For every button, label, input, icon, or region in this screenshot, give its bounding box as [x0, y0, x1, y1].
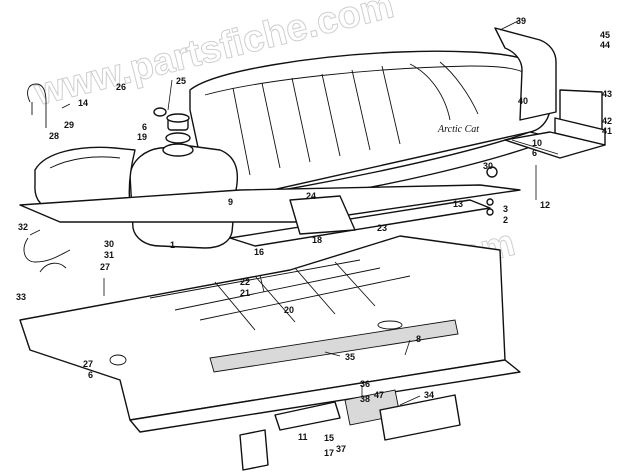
console: [19, 146, 521, 223]
callout-38: 38: [360, 394, 370, 404]
seat: Arctic Cat: [189, 50, 556, 206]
lower-brackets: [239, 165, 537, 471]
callout-28: 28: [49, 131, 59, 141]
callout-17: 17: [324, 448, 334, 458]
callout-29: 29: [64, 120, 74, 130]
callout-16: 16: [254, 247, 264, 257]
callout-2: 2: [503, 215, 508, 225]
callout-45: 45: [600, 30, 610, 40]
callout-19: 19: [137, 132, 147, 142]
callout-20: 20: [284, 305, 294, 315]
callout-33: 33: [16, 292, 26, 302]
callout-21: 21: [240, 288, 250, 298]
callout-13: 13: [453, 199, 463, 209]
callout-40: 40: [518, 96, 528, 106]
callout-41: 41: [602, 126, 612, 136]
callout-24: 24: [306, 191, 316, 201]
callout-11: 11: [298, 432, 308, 442]
callout-42: 42: [602, 116, 612, 126]
callout-9: 9: [228, 197, 233, 207]
callout-27a: 27: [100, 262, 110, 272]
callout-32: 32: [18, 222, 28, 232]
callout-37: 37: [336, 444, 346, 454]
callout-14: 14: [78, 98, 88, 108]
callout-12: 12: [540, 200, 550, 210]
hoses: [23, 83, 71, 273]
callout-27b: 27: [83, 359, 93, 369]
callout-3: 3: [503, 204, 508, 214]
callout-6b: 6: [532, 148, 537, 158]
callout-6c: 6: [88, 370, 93, 380]
callout-43: 43: [602, 89, 612, 99]
callout-39: 39: [516, 16, 526, 26]
callout-34: 34: [424, 390, 434, 400]
callout-30a: 30: [104, 239, 114, 249]
callout-26: 26: [116, 82, 126, 92]
callout-8: 8: [416, 334, 421, 344]
callout-22: 22: [240, 277, 250, 287]
callout-35: 35: [345, 352, 355, 362]
callout-47: 47: [374, 390, 384, 400]
callout-23: 23: [377, 223, 387, 233]
rear-bumper: [494, 27, 606, 159]
callout-numbers: 1 2 3 6 6 6 8 9 10 11 12 13 14 15 16 17 …: [16, 16, 612, 458]
callout-18: 18: [312, 235, 322, 245]
leader-lines: [29, 19, 521, 406]
running-board: [229, 195, 491, 247]
callout-44: 44: [600, 40, 610, 50]
callout-31: 31: [104, 250, 114, 260]
callout-10: 10: [532, 138, 542, 148]
hood-decal: Arctic Cat: [437, 124, 479, 135]
callout-1: 1: [170, 240, 175, 250]
callout-25: 25: [176, 76, 186, 86]
tunnel: [19, 235, 521, 433]
callout-6a: 6: [142, 122, 147, 132]
callout-15: 15: [324, 433, 334, 443]
callout-36: 36: [360, 379, 370, 389]
callout-30b: 30: [483, 161, 493, 171]
